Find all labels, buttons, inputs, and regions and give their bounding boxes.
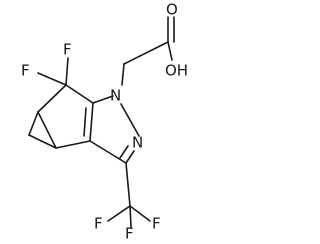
bond-c3-c3a [89,140,127,164]
atom-label-o-carbonyl: O [166,1,178,19]
bond-cprop-top-bottom [28,111,39,136]
bond-c3a-cprop [55,140,91,149]
atom-label-f3: F [94,215,103,233]
atom-label-n1: N [110,87,121,105]
bond-layer [28,16,175,228]
bond-cprop-left-bottom [28,134,57,149]
atom-labels: F F N N O OH F F F [21,1,188,243]
bond-cf2-cprop [37,84,67,113]
bond-c3-cf3 [125,162,131,207]
bond-cf2-f1 [37,72,67,86]
bond-c7a-c3a-double [83,107,87,137]
bond-n1-ch2 [121,63,125,86]
bond-c7a-c3a [89,102,94,142]
chemical-structure-diagram: F F N N O OH F F F [21,1,188,243]
bond-n1-n2 [120,103,140,137]
atom-label-f4: F [152,215,161,233]
bond-n2-c3 [125,150,135,164]
bond-cf2-f2 [65,57,69,86]
bond-cf3-f5 [129,205,132,228]
bond-ch2-cooh [123,41,169,65]
bond-cprop-top-left [37,111,57,149]
atom-label-f2: F [63,41,72,59]
atom-label-n2: N [132,134,143,152]
bond-cf3-f4 [129,205,151,222]
bond-cooh-oh [167,41,173,61]
bond-n2-c3-double [119,145,129,159]
bond-cf2-c7a [65,84,94,104]
bond-cf3-f3 [107,205,131,222]
bond-c7a-n1 [92,95,114,104]
atom-label-f1: F [21,62,30,80]
atom-label-oh: OH [165,62,188,80]
atom-label-f5: F [125,225,134,243]
